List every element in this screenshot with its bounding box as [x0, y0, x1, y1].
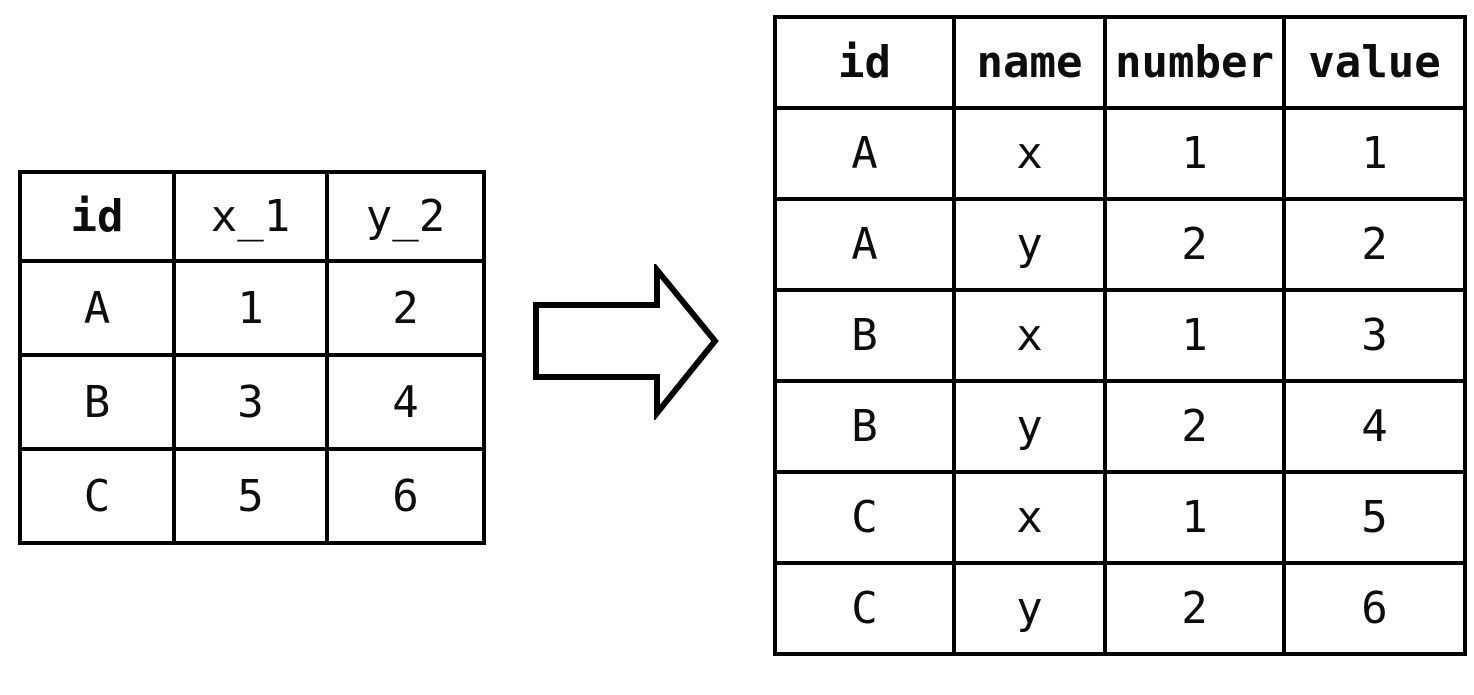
table-row: B y 2 4 — [773, 379, 1467, 474]
right-arrow-icon — [533, 264, 719, 420]
cell-value: 2 — [1282, 197, 1467, 292]
table-row: B x 1 3 — [773, 288, 1467, 383]
cell-x-1: 1 — [172, 259, 329, 357]
cell-number: 1 — [1103, 288, 1286, 383]
cell-id: A — [773, 197, 956, 292]
table-row: C y 2 6 — [773, 561, 1467, 656]
cell-id: A — [773, 106, 956, 201]
table-row: A y 2 2 — [773, 197, 1467, 292]
long-table-header-row: id name number value — [773, 15, 1467, 110]
table-row: A x 1 1 — [773, 106, 1467, 201]
cell-number: 1 — [1103, 106, 1286, 201]
wide-table: id x_1 y_2 A 1 2 B 3 4 C 5 6 — [18, 170, 486, 545]
cell-name: x — [952, 470, 1107, 565]
wide-column-header-id: id — [18, 170, 176, 263]
long-table: id name number value A x 1 1 A y 2 2 B x… — [773, 15, 1467, 656]
table-row: C x 1 5 — [773, 470, 1467, 565]
cell-id: B — [773, 288, 956, 383]
cell-id: C — [773, 561, 956, 656]
cell-number: 1 — [1103, 470, 1286, 565]
cell-x-1: 3 — [172, 353, 329, 451]
cell-name: x — [952, 106, 1107, 201]
table-row: B 3 4 — [18, 353, 486, 451]
table-row: C 5 6 — [18, 447, 486, 545]
cell-id: B — [773, 379, 956, 474]
table-row: A 1 2 — [18, 259, 486, 357]
cell-number: 2 — [1103, 197, 1286, 292]
long-column-header-name: name — [952, 15, 1107, 110]
cell-y-2: 6 — [325, 447, 486, 545]
cell-x-1: 5 — [172, 447, 329, 545]
cell-name: y — [952, 197, 1107, 292]
long-column-header-value: value — [1282, 15, 1467, 110]
cell-number: 2 — [1103, 379, 1286, 474]
cell-id: C — [773, 470, 956, 565]
cell-name: x — [952, 288, 1107, 383]
cell-y-2: 2 — [325, 259, 486, 357]
cell-y-2: 4 — [325, 353, 486, 451]
cell-value: 3 — [1282, 288, 1467, 383]
cell-id: C — [18, 447, 176, 545]
wide-column-header-x-1: x_1 — [172, 170, 329, 263]
cell-id: A — [18, 259, 176, 357]
cell-value: 5 — [1282, 470, 1467, 565]
cell-id: B — [18, 353, 176, 451]
cell-value: 1 — [1282, 106, 1467, 201]
cell-number: 2 — [1103, 561, 1286, 656]
cell-name: y — [952, 561, 1107, 656]
wide-table-header-row: id x_1 y_2 — [18, 170, 486, 263]
cell-value: 6 — [1282, 561, 1467, 656]
wide-column-header-y-2: y_2 — [325, 170, 486, 263]
long-column-header-number: number — [1103, 15, 1286, 110]
cell-value: 4 — [1282, 379, 1467, 474]
long-column-header-id: id — [773, 15, 956, 110]
cell-name: y — [952, 379, 1107, 474]
